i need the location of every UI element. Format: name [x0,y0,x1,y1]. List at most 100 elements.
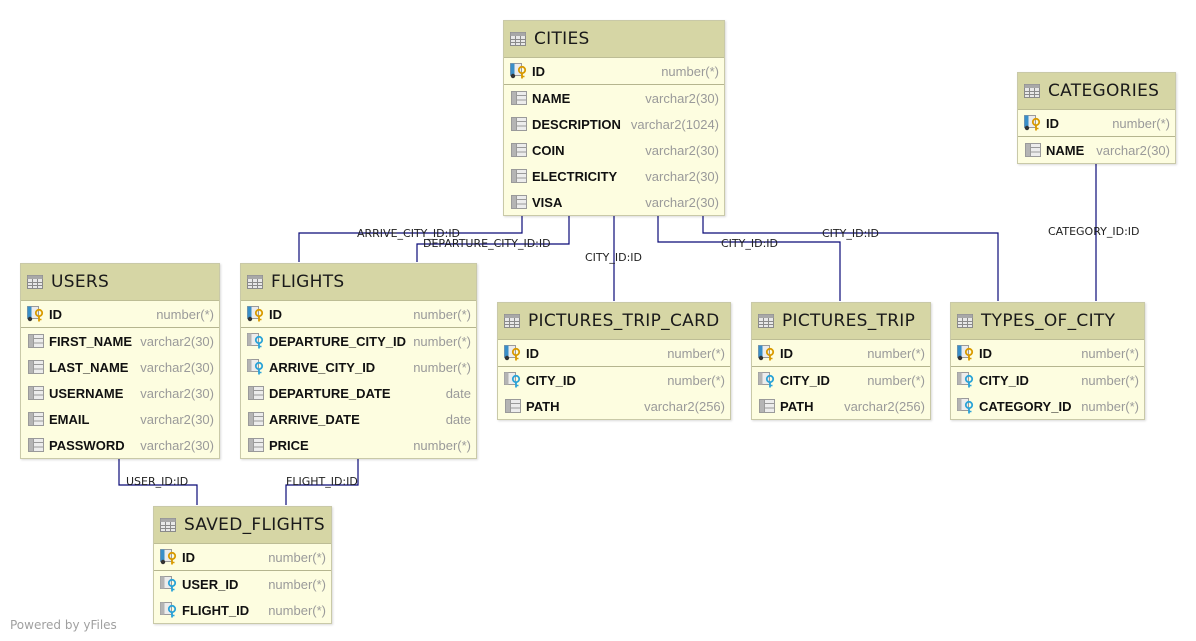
edge-user [114,449,198,505]
column-name: ELECTRICITY [532,168,618,184]
column-type: varchar2(30) [140,359,214,375]
table-title: CATEGORIES [1048,81,1160,101]
column-type: number(*) [1081,398,1139,414]
column-icon [510,168,528,184]
column-row-saved-flights-user-id[interactable]: USER_ID number(*) [154,571,331,597]
table-title: USERS [51,272,110,292]
column-name: LAST_NAME [49,359,129,375]
edge-label-pictures-trip-city: CITY_ID:ID [721,237,778,250]
column-row-saved-flights-flight-id[interactable]: FLIGHT_ID number(*) [154,597,331,623]
table-header[interactable]: FLIGHTS [241,264,476,301]
column-name: ID [526,345,539,361]
edge-label-category: CATEGORY_ID:ID [1048,225,1140,238]
column-name: COIN [532,142,565,158]
column-type: number(*) [667,372,725,388]
foreign-key-icon [504,372,522,388]
column-type: number(*) [413,306,471,322]
column-type: number(*) [268,549,326,565]
column-name: ARRIVE_CITY_ID [269,359,376,375]
table-saved-flights[interactable]: SAVED_FLIGHTS ID number(*) USER_ID number(*)… [153,506,332,624]
table-header[interactable]: USERS [21,264,219,301]
column-row-flights-arrive-date[interactable]: ARRIVE_DATE date [241,406,476,432]
column-name: FLIGHT_ID [182,602,250,618]
foreign-key-icon [247,333,265,349]
column-name: ID [182,549,195,565]
column-icon [247,385,265,401]
column-type: date [445,385,471,401]
column-icon [27,359,45,375]
edge-pictures-trip-city [653,205,841,301]
column-row-saved-flights-id[interactable]: ID number(*) [154,544,331,571]
column-type: date [445,411,471,427]
column-name: PRICE [269,437,309,453]
column-name: CITY_ID [526,372,576,388]
table-header[interactable]: CITIES [504,21,724,58]
column-type: number(*) [1112,115,1170,131]
column-type: varchar2(30) [140,437,214,453]
table-icon [957,314,973,328]
column-type: varchar2(30) [1096,142,1170,158]
column-icon [510,90,528,106]
column-icon [247,437,265,453]
column-icon [27,385,45,401]
column-name: USER_ID [182,576,239,592]
column-type: number(*) [661,63,719,79]
table-icon [510,32,526,46]
table-header[interactable]: SAVED_FLIGHTS [154,507,331,544]
primary-key-icon [27,306,45,322]
column-row-pictures-trip-card-city-id[interactable]: CITY_ID number(*) [498,367,730,393]
column-row-users-last-name[interactable]: LAST_NAME varchar2(30) [21,354,219,380]
foreign-key-icon [160,576,178,592]
column-type: number(*) [268,602,326,618]
table-title: FLIGHTS [271,272,345,292]
table-header[interactable]: PICTURES_TRIP_CARD [498,303,730,340]
table-header[interactable]: TYPES_OF_CITY [951,303,1144,340]
primary-key-icon [247,306,265,322]
column-icon [758,398,776,414]
column-type: number(*) [156,306,214,322]
column-name: ID [979,345,992,361]
table-header[interactable]: CATEGORIES [1018,73,1175,110]
column-name: DEPARTURE_DATE [269,385,391,401]
table-header[interactable]: PICTURES_TRIP [752,303,930,340]
column-row-flights-departure-date[interactable]: DEPARTURE_DATE date [241,380,476,406]
column-name: ARRIVE_DATE [269,411,360,427]
column-type: number(*) [268,576,326,592]
column-icon [510,142,528,158]
column-type: varchar2(30) [140,385,214,401]
